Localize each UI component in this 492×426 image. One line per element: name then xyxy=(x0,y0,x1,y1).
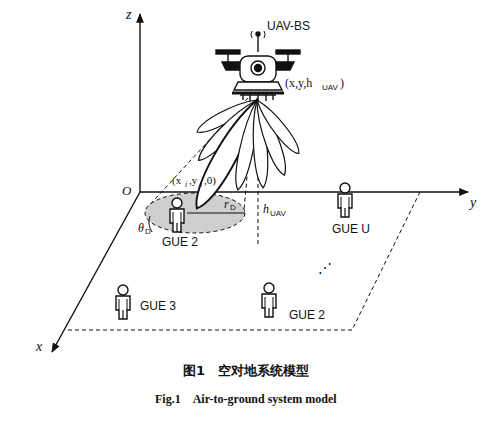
subscript: D xyxy=(230,204,236,212)
radius-label: r xyxy=(224,198,229,210)
coordinate-label: (x,y,h xyxy=(285,77,312,89)
axis-label: z xyxy=(126,8,131,22)
axis-label: y xyxy=(470,196,476,210)
subscript: UAV xyxy=(322,84,338,92)
coordinate-label: ) xyxy=(340,77,344,89)
subscript: i xyxy=(185,181,187,189)
angle-label: θ xyxy=(138,222,144,234)
coordinate-label: ,0) xyxy=(204,175,216,186)
axis-label: x xyxy=(36,340,42,354)
figure-caption: 图1 空对地系统模型 xyxy=(183,364,309,377)
user-label: GUE 3 xyxy=(140,300,176,312)
user-label: GUE U xyxy=(332,223,370,235)
user-label: GUE 2 xyxy=(289,309,325,321)
height-label: h xyxy=(263,203,269,215)
subscript: UAV xyxy=(270,210,286,218)
user-label: GUE 2 xyxy=(162,236,198,248)
coordinate-label: (x xyxy=(172,175,181,186)
subscript: D xyxy=(145,228,151,236)
uav-name: UAV-BS xyxy=(267,20,310,32)
coordinate-label: ,y xyxy=(189,175,197,186)
ellipsis: ⋰ xyxy=(318,262,332,276)
origin-label: O xyxy=(122,184,131,197)
figure-caption-english: Fig.1 Air-to-ground system model xyxy=(155,393,337,405)
subscript: i xyxy=(200,181,202,189)
